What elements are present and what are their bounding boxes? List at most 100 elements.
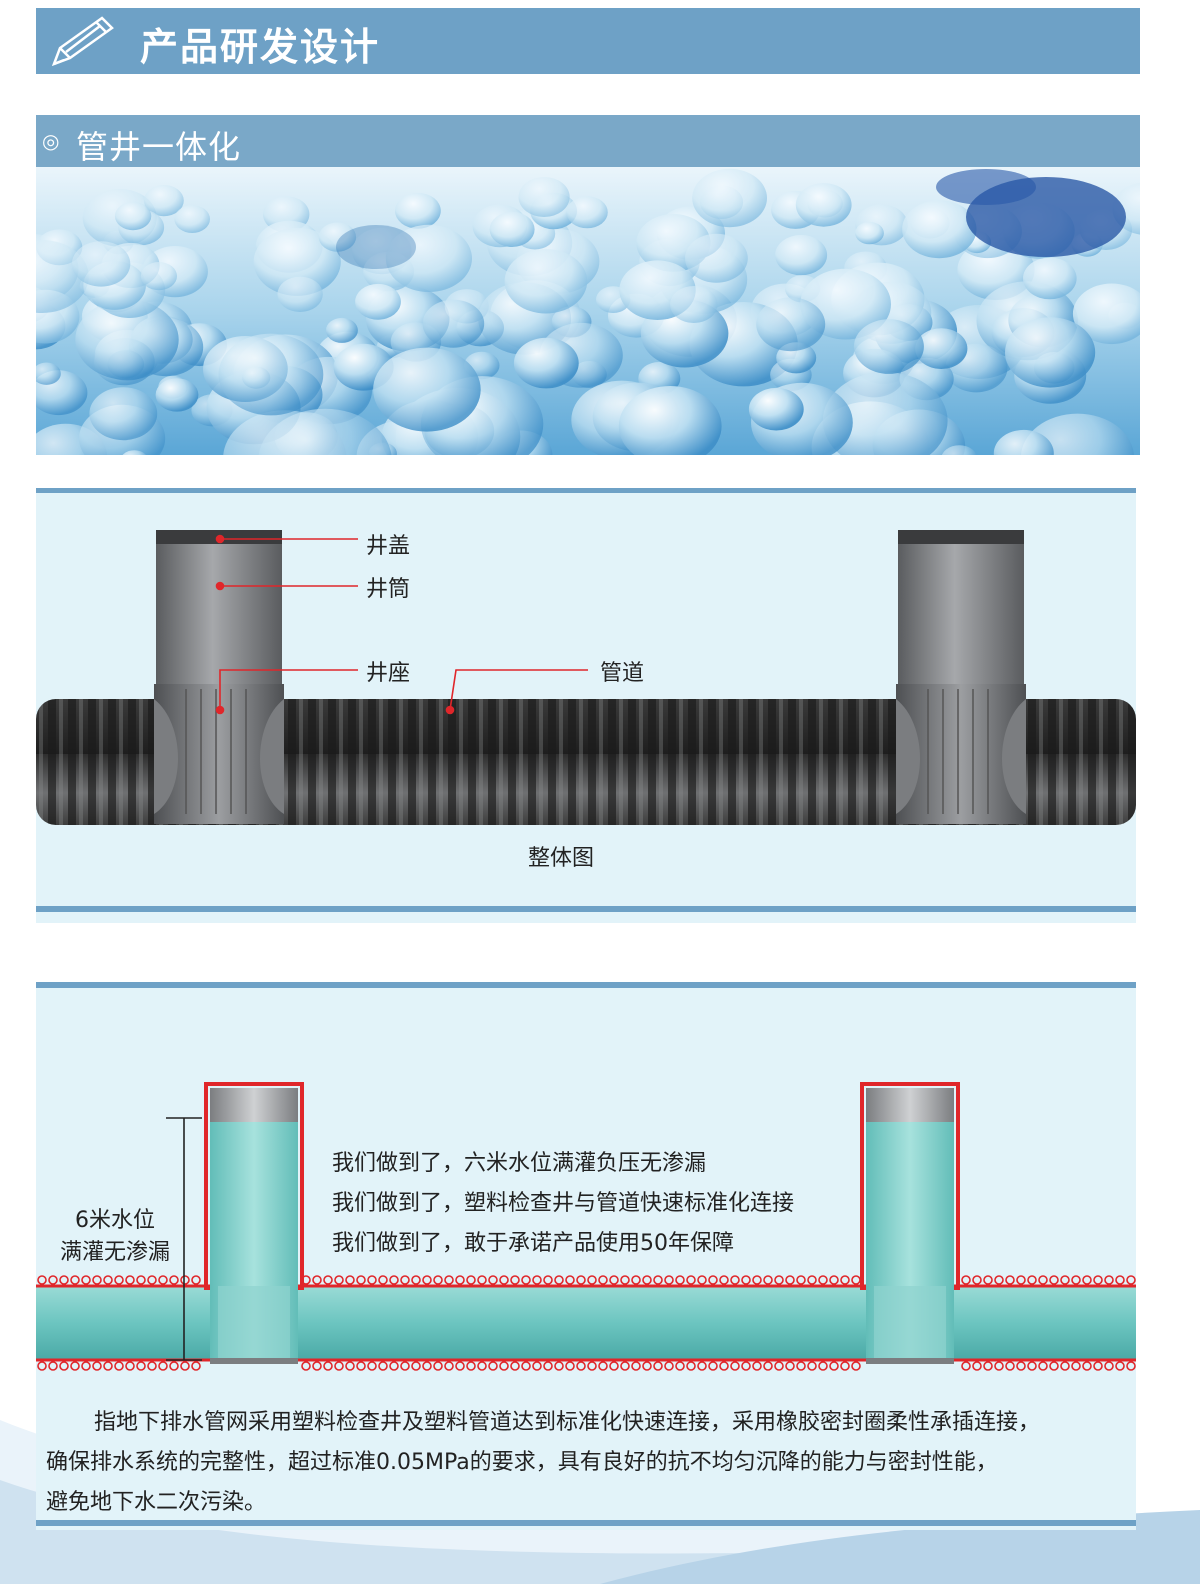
seal-ring-marker bbox=[389, 1275, 399, 1285]
seal-ring-marker bbox=[752, 1275, 762, 1285]
water-bubble bbox=[513, 337, 579, 389]
seal-ring-marker bbox=[840, 1361, 850, 1371]
seal-ring-marker bbox=[719, 1275, 729, 1285]
water-bubble bbox=[795, 183, 852, 227]
water-bubble bbox=[618, 386, 722, 455]
seal-ring-marker bbox=[576, 1275, 586, 1285]
seal-ring-marker bbox=[499, 1361, 509, 1371]
seal-ring-marker bbox=[488, 1275, 498, 1285]
seal-ring-marker bbox=[312, 1361, 322, 1371]
label-well-base: 井座 bbox=[366, 661, 411, 686]
seal-ring-marker bbox=[378, 1361, 388, 1371]
seal-ring-marker bbox=[675, 1361, 685, 1371]
water-bubble bbox=[218, 333, 324, 416]
water-test-diagram bbox=[36, 1082, 1136, 1371]
seal-ring-marker bbox=[818, 1275, 828, 1285]
water-well-left bbox=[204, 1082, 304, 1364]
water-well-right bbox=[860, 1082, 960, 1364]
seal-ring-marker bbox=[400, 1361, 410, 1371]
seal-ring-marker bbox=[1060, 1361, 1070, 1371]
description-line: 指地下排水管网采用塑料检查井及塑料管道达到标准化快速连接，采用橡胶密封圈柔性承插… bbox=[94, 1410, 1041, 1435]
water-bubble bbox=[566, 196, 608, 229]
seal-ring-marker bbox=[807, 1361, 817, 1371]
seal-ring-marker bbox=[411, 1361, 421, 1371]
water-bubble bbox=[489, 211, 535, 247]
water-level-line2: 满灌无渗漏 bbox=[59, 1240, 170, 1265]
water-bubble bbox=[174, 205, 210, 233]
seal-ring-marker bbox=[389, 1361, 399, 1371]
seal-ring-marker bbox=[70, 1275, 80, 1285]
assembly-diagram bbox=[36, 530, 1136, 825]
water-bubbles-banner bbox=[36, 167, 1140, 455]
description-line: 避免地下水二次污染。 bbox=[46, 1490, 267, 1515]
seal-ring-marker bbox=[1027, 1275, 1037, 1285]
claims-list: 我们做到了，六米水位满灌负压无渗漏 我们做到了，塑料检查井与管道快速标准化连接 … bbox=[332, 1144, 794, 1264]
water-bubble bbox=[422, 299, 485, 348]
water-bubble bbox=[122, 450, 147, 455]
seal-ring-marker bbox=[741, 1275, 751, 1285]
seal-ring-marker bbox=[576, 1361, 586, 1371]
seal-ring-marker bbox=[1016, 1361, 1026, 1371]
seal-ring-marker bbox=[796, 1275, 806, 1285]
water-bubble bbox=[1072, 283, 1140, 345]
water-level-note: 6米水位 满灌无渗漏 bbox=[50, 1205, 180, 1269]
well-left bbox=[154, 530, 284, 824]
seal-ring-marker bbox=[741, 1361, 751, 1371]
seal-ring-marker bbox=[114, 1361, 124, 1371]
seal-ring-marker bbox=[180, 1361, 190, 1371]
seal-ring-marker bbox=[653, 1361, 663, 1371]
water-bubble bbox=[258, 408, 392, 455]
seal-ring-marker bbox=[422, 1275, 432, 1285]
seal-ring-marker bbox=[653, 1275, 663, 1285]
seal-ring-marker bbox=[598, 1361, 608, 1371]
seal-ring-marker bbox=[499, 1275, 509, 1285]
panel2-bottom-rule bbox=[36, 1520, 1136, 1526]
water-bubble bbox=[144, 185, 184, 217]
seal-ring-marker bbox=[1005, 1275, 1015, 1285]
seal-ring-marker bbox=[312, 1275, 322, 1285]
seal-ring-marker bbox=[983, 1275, 993, 1285]
seal-ring-marker bbox=[543, 1275, 553, 1285]
seal-ring-marker bbox=[554, 1275, 564, 1285]
seal-ring-marker bbox=[345, 1275, 355, 1285]
seal-ring-marker bbox=[1071, 1361, 1081, 1371]
seal-ring-marker bbox=[114, 1275, 124, 1285]
seal-ring-marker bbox=[103, 1361, 113, 1371]
seal-ring-marker bbox=[642, 1275, 652, 1285]
seal-ring-marker bbox=[70, 1361, 80, 1371]
seal-ring-marker bbox=[48, 1361, 58, 1371]
seal-ring-marker bbox=[664, 1275, 674, 1285]
water-bubble bbox=[504, 249, 588, 314]
water-bubble bbox=[748, 387, 804, 431]
water-bubble bbox=[1023, 257, 1077, 300]
water-bubble bbox=[670, 286, 718, 323]
seal-ring-marker bbox=[378, 1275, 388, 1285]
seal-ring-marker bbox=[708, 1361, 718, 1371]
seal-ring-marker bbox=[631, 1361, 641, 1371]
seal-ring-marker bbox=[1060, 1275, 1070, 1285]
seal-ring-marker bbox=[532, 1275, 542, 1285]
water-bubble bbox=[36, 362, 61, 385]
seal-ring-marker bbox=[675, 1275, 685, 1285]
seal-ring-marker bbox=[59, 1275, 69, 1285]
seal-ring-marker bbox=[840, 1275, 850, 1285]
seal-ring-marker bbox=[81, 1275, 91, 1285]
seal-ring-marker bbox=[477, 1361, 487, 1371]
water-bubble bbox=[1005, 317, 1096, 388]
seal-ring-marker bbox=[301, 1361, 311, 1371]
seal-ring-marker bbox=[1104, 1361, 1114, 1371]
seal-ring-marker bbox=[1126, 1275, 1136, 1285]
panel1-bottom-rule bbox=[36, 906, 1136, 912]
seal-ring-marker bbox=[609, 1361, 619, 1371]
seal-ring-marker bbox=[147, 1275, 157, 1285]
seal-ring-marker bbox=[1093, 1275, 1103, 1285]
seal-ring-marker bbox=[1082, 1275, 1092, 1285]
seal-ring-marker bbox=[1027, 1361, 1037, 1371]
seal-ring-marker bbox=[620, 1361, 630, 1371]
seal-ring-marker bbox=[81, 1361, 91, 1371]
seal-ring-marker bbox=[565, 1361, 575, 1371]
seal-ring-marker bbox=[1093, 1361, 1103, 1371]
water-bubble bbox=[325, 317, 358, 343]
water-bubble bbox=[685, 233, 748, 283]
seal-ring-marker bbox=[752, 1361, 762, 1371]
